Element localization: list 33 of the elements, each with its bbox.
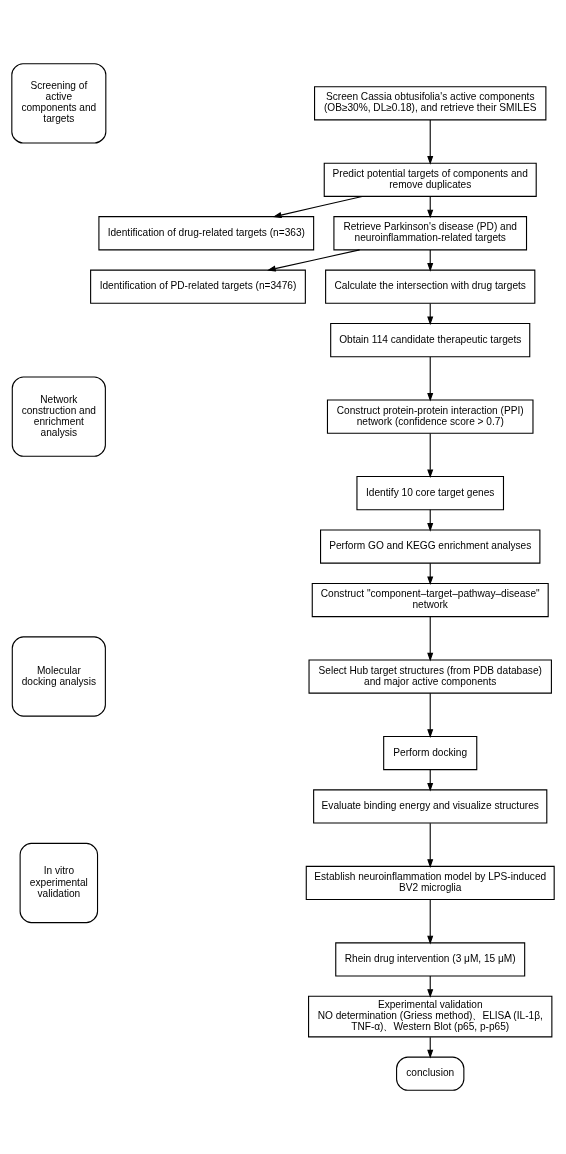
node-box: Obtain 114 candidate therapeutic targets xyxy=(330,323,531,358)
node-box: Network construction and enrichment analysis xyxy=(11,376,106,457)
arrow xyxy=(427,119,434,165)
arrow xyxy=(427,432,434,479)
arrow xyxy=(427,692,434,738)
node-box: In vitro experimental validation xyxy=(19,842,99,924)
node-box: Screen Cassia obtusifolia's active components (OB≥30%, DL≥0.18), and retrieve their SMILES xyxy=(314,86,547,121)
node-box: Predict potential targets of components and remove duplicates xyxy=(323,162,537,197)
node-box: Perform docking xyxy=(383,735,478,771)
node-box: Screening of active components and targets xyxy=(11,63,107,144)
arrow xyxy=(427,899,434,945)
node-box: Retrieve Parkinson's disease (PD) and neuroinflammation-related targets xyxy=(333,216,528,251)
node-box: Select Hub target structures (from PDB database) and major active components xyxy=(308,659,552,694)
arrow xyxy=(272,195,363,218)
node-box: Calculate the intersection with drug targets xyxy=(325,269,536,304)
arrow xyxy=(427,356,434,402)
node-box: Evaluate binding energy and visualize structures xyxy=(313,789,548,824)
arrow xyxy=(427,1036,434,1059)
node-box: Experimental validation NO determination (Griess method)、ELISA (IL-1β, TNF-α)、Western Blot (p65, p-p65) xyxy=(308,995,553,1038)
node-box: Identification of drug-related targets (n=363) xyxy=(98,216,315,251)
arrow xyxy=(267,249,361,272)
arrow xyxy=(427,616,434,662)
node-box: Construct protein-protein interaction (PPI) network (confidence score > 0.7) xyxy=(326,399,534,434)
node-box: conclusion xyxy=(396,1056,465,1091)
node-box: Construct "component–target–pathway–disease" network xyxy=(311,582,549,618)
node-box: Identify 10 core target genes xyxy=(356,476,505,511)
node-box: Perform GO and KEGG enrichment analyses xyxy=(320,529,541,564)
arrow xyxy=(427,195,434,219)
node-box: Molecular docking analysis xyxy=(11,636,106,717)
node-box: Identification of PD-related targets (n=3476) xyxy=(90,269,306,304)
arrow xyxy=(427,822,434,868)
node-box: Rhein drug intervention (3 μM, 15 μM) xyxy=(335,942,526,977)
node-box: Establish neuroinflammation model by LPS-induced BV2 microglia xyxy=(305,865,555,901)
